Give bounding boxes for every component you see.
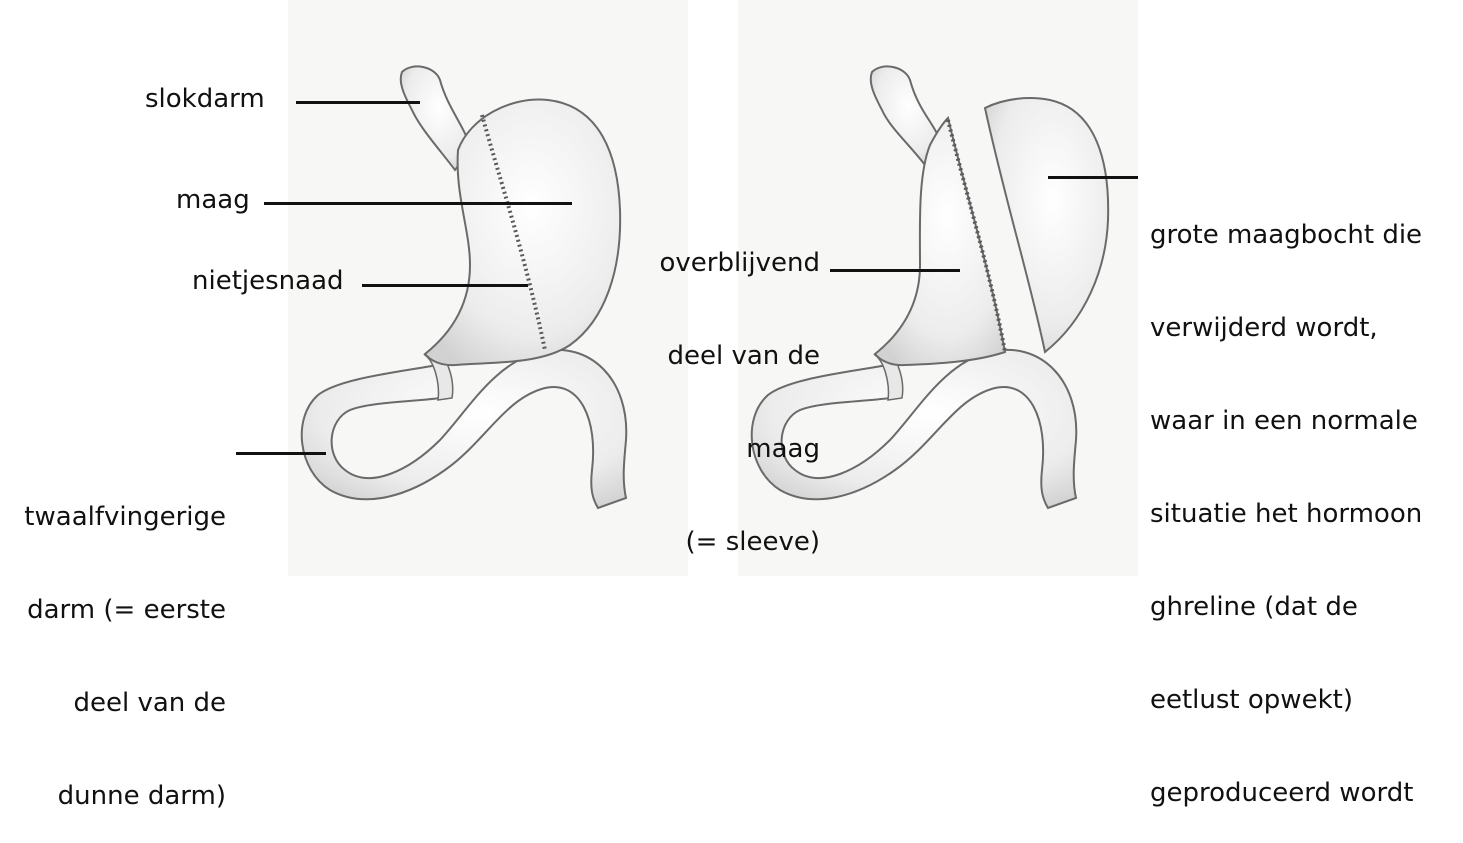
label-duodenum-line-1: twaalfvingerige [0,502,226,533]
label-duodenum-line-3: deel van de [0,688,226,719]
label-removed-line-4: situatie het hormoon [1150,499,1422,530]
label-remaining-line-1: overblijvend [588,248,820,279]
label-removed-line-7: geproduceerd wordt [1150,778,1422,809]
label-removed-line-1: grote maagbocht die [1150,220,1422,251]
label-remaining-line-3: maag [588,434,820,465]
leader-duodenum [236,452,326,455]
leader-esophagus [296,101,420,104]
label-remaining-stomach: overblijvend deel van de maag (= sleeve) [588,186,820,589]
label-removed-line-5: ghreline (dat de [1150,592,1422,623]
label-esophagus: slokdarm [145,84,265,115]
left-stomach-illustration [302,66,627,508]
label-remaining-line-2: deel van de [588,341,820,372]
leader-removed-part [1048,176,1138,179]
label-duodenum-line-2: darm (= eerste [0,595,226,626]
label-removed-line-6: eetlust opwekt) [1150,685,1422,716]
label-removed-part: grote maagbocht die verwijderd wordt, wa… [1150,158,1422,840]
label-stomach: maag [176,185,250,216]
right-sleeve [875,118,1005,365]
label-removed-line-2: verwijderd wordt, [1150,313,1422,344]
label-duodenum-line-4: dunne darm) [0,781,226,812]
leader-remaining-stomach [830,269,960,272]
right-removed-part [985,98,1108,352]
leader-staple-line [362,284,528,287]
label-remaining-line-4: (= sleeve) [588,527,820,558]
label-duodenum: twaalfvingerige darm (= eerste deel van … [0,440,226,843]
leader-stomach [264,202,572,205]
label-staple-line: nietjesnaad [192,266,344,297]
left-duodenum [302,350,627,508]
label-removed-line-3: waar in een normale [1150,406,1422,437]
